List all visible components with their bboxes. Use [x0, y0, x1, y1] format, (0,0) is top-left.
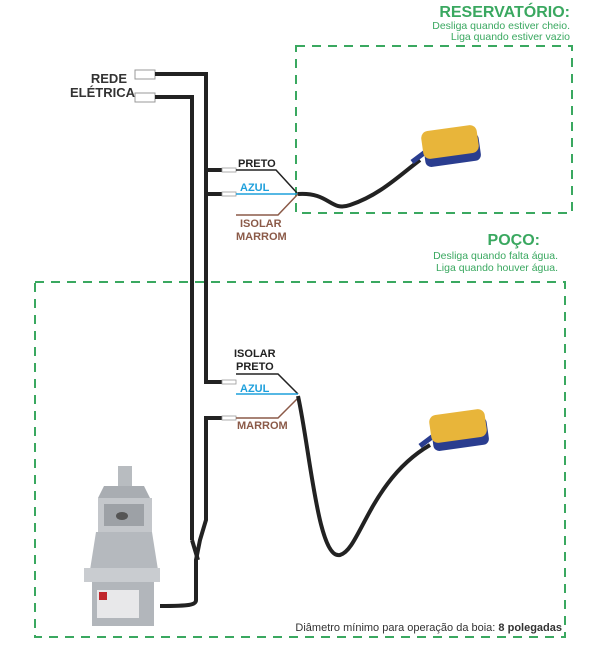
well-desc-1: Desliga quando falta água.: [433, 250, 558, 262]
reservoir-return-wire: [204, 192, 222, 382]
well-wire-brown-label: MARROM: [237, 420, 288, 432]
power-plug-icon: [134, 92, 156, 103]
well-desc-2: Liga quando houver água.: [435, 262, 558, 274]
reservoir-brown-wire: [236, 193, 299, 216]
well-black-wire: [236, 373, 299, 395]
reservoir-boundary: [295, 45, 573, 214]
power-label-line2: ELÉTRICA: [70, 85, 135, 100]
well-return-wire: [159, 416, 222, 608]
submersible-pump-icon: [84, 466, 160, 626]
well-title: POÇO:: [487, 232, 540, 249]
well-wire-blue-label: AZUL: [240, 383, 270, 395]
reservoir-wire-brown-label-1: ISOLAR: [240, 218, 282, 230]
well-wire-black-label-2: PRETO: [236, 361, 274, 373]
reservoir-desc-2: Liga quando estiver vazio: [450, 31, 570, 43]
power-label-line1: REDE: [90, 71, 127, 86]
reservoir-desc-1: Desliga quando estiver cheio.: [432, 20, 570, 32]
reservoir-title: RESERVATÓRIO:: [439, 4, 570, 21]
pump-wire: [190, 539, 200, 561]
float-switch-icon: [418, 409, 489, 451]
float-switch-icon: [410, 125, 481, 167]
power-wire-3: [204, 170, 222, 384]
power-plug-icon: [134, 69, 156, 80]
well-brown-wire: [236, 397, 299, 419]
footnote-text: Diâmetro mínimo para operação da boia:: [295, 622, 499, 634]
footnote-bold: 8 polegadas: [498, 622, 562, 634]
reservoir-wire-brown-label-2: MARROM: [236, 231, 287, 243]
well-wire-black-label-1: ISOLAR: [234, 348, 276, 360]
power-wire-2: [155, 95, 194, 540]
footnote: Diâmetro mínimo para operação da boia: 8…: [295, 622, 562, 634]
reservoir-float-cable: [297, 158, 422, 209]
power-wire-1: [155, 72, 222, 172]
reservoir-black-wire: [236, 169, 299, 195]
reservoir-wire-blue-label: AZUL: [240, 182, 270, 194]
power-label: REDE ELÉTRICA: [70, 71, 135, 100]
well-boundary: [34, 281, 566, 638]
well-float-cable: [296, 395, 432, 557]
reservoir-wire-black-label: PRETO: [238, 158, 276, 170]
